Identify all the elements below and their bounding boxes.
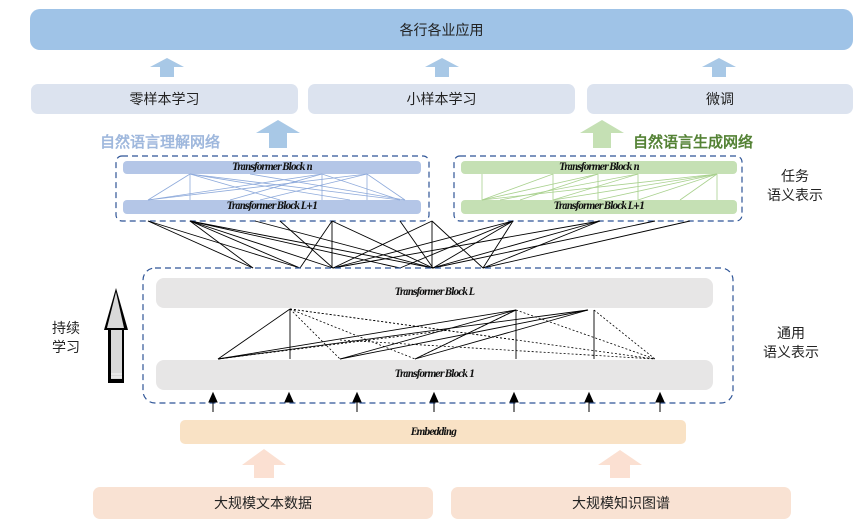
nlg-block-bottom-label: Transformer Block L+1: [553, 201, 645, 212]
nlg-connections: [481, 173, 718, 201]
industry-application-bar: 各行各业应用: [30, 9, 853, 50]
zero-shot-label: 零样本学习: [129, 92, 200, 108]
general-semantic-line2: 语义表示: [763, 345, 819, 361]
up-arrow-icon: [598, 450, 642, 478]
task-semantic-line2: 语义表示: [767, 188, 823, 204]
input-arrow-icon: [509, 391, 519, 412]
general-solid-connections: [217, 308, 595, 360]
continual-learning-label: 持续 学习: [46, 320, 86, 358]
nlu-block-top-label: Transformer Block n: [232, 162, 312, 173]
task-semantic-line1: 任务: [781, 169, 809, 185]
up-arrow-icon: [242, 449, 286, 478]
input-arrow-icon: [352, 391, 362, 412]
few-shot-label: 小样本学习: [406, 92, 477, 108]
industry-application-label: 各行各业应用: [399, 22, 484, 39]
input-arrow-icon: [208, 391, 218, 412]
input-arrows: [208, 391, 665, 412]
nlg-network-title: 自然语言生成网络: [633, 133, 754, 151]
up-arrow-icon: [150, 58, 184, 77]
nlg-block-top-label: Transformer Block n: [559, 162, 639, 173]
text-data-label: 大规模文本数据: [214, 496, 312, 512]
general-network-container: [142, 267, 734, 404]
general-semantic-label: 通用 语义表示: [756, 325, 826, 363]
nlu-network-container: [115, 155, 430, 222]
general-block-bottom: [156, 360, 713, 390]
input-arrow-icon: [655, 391, 665, 412]
general-block-bottom-label: Transformer Block 1: [395, 369, 475, 380]
fine-tune-label: 微调: [706, 92, 734, 108]
nlu-connections: [147, 173, 406, 201]
up-arrow-icon: [425, 58, 459, 77]
up-arrow-icon: [256, 120, 300, 148]
fine-tune-box: 微调: [587, 84, 853, 114]
general-dashed-connections: [217, 308, 656, 360]
nlu-block-bottom-label: Transformer Block L+1: [226, 201, 318, 212]
continual-learning-line2: 学习: [52, 340, 80, 356]
task-semantic-label: 任务 语义表示: [760, 168, 830, 206]
embedding-box: Embedding: [180, 420, 686, 444]
up-arrow-icon: [702, 58, 736, 77]
knowledge-graph-label: 大规模知识图谱: [572, 496, 670, 512]
cross-connections: [147, 220, 691, 269]
embedding-label: Embedding: [410, 426, 457, 438]
input-arrow-icon: [429, 391, 439, 412]
up-arrow-icon: [580, 120, 624, 148]
nlu-block-bottom: [123, 200, 421, 214]
knowledge-graph-box: 大规模知识图谱: [451, 487, 791, 519]
continual-learning-arrow-icon: [104, 288, 128, 383]
continual-learning-line1: 持续: [52, 321, 80, 337]
nlg-block-bottom: [461, 200, 737, 214]
input-arrow-icon: [584, 391, 594, 412]
nlg-block-top: [461, 161, 737, 174]
text-data-box: 大规模文本数据: [93, 487, 433, 519]
input-arrow-icon: [284, 391, 294, 403]
general-block-top-label: Transformer Block L: [394, 287, 475, 298]
general-semantic-line1: 通用: [777, 326, 805, 342]
general-block-top: [156, 278, 713, 308]
nlu-block-top: [123, 161, 421, 174]
few-shot-box: 小样本学习: [308, 84, 575, 114]
zero-shot-box: 零样本学习: [31, 84, 298, 114]
nlu-network-title: 自然语言理解网络: [100, 133, 221, 151]
